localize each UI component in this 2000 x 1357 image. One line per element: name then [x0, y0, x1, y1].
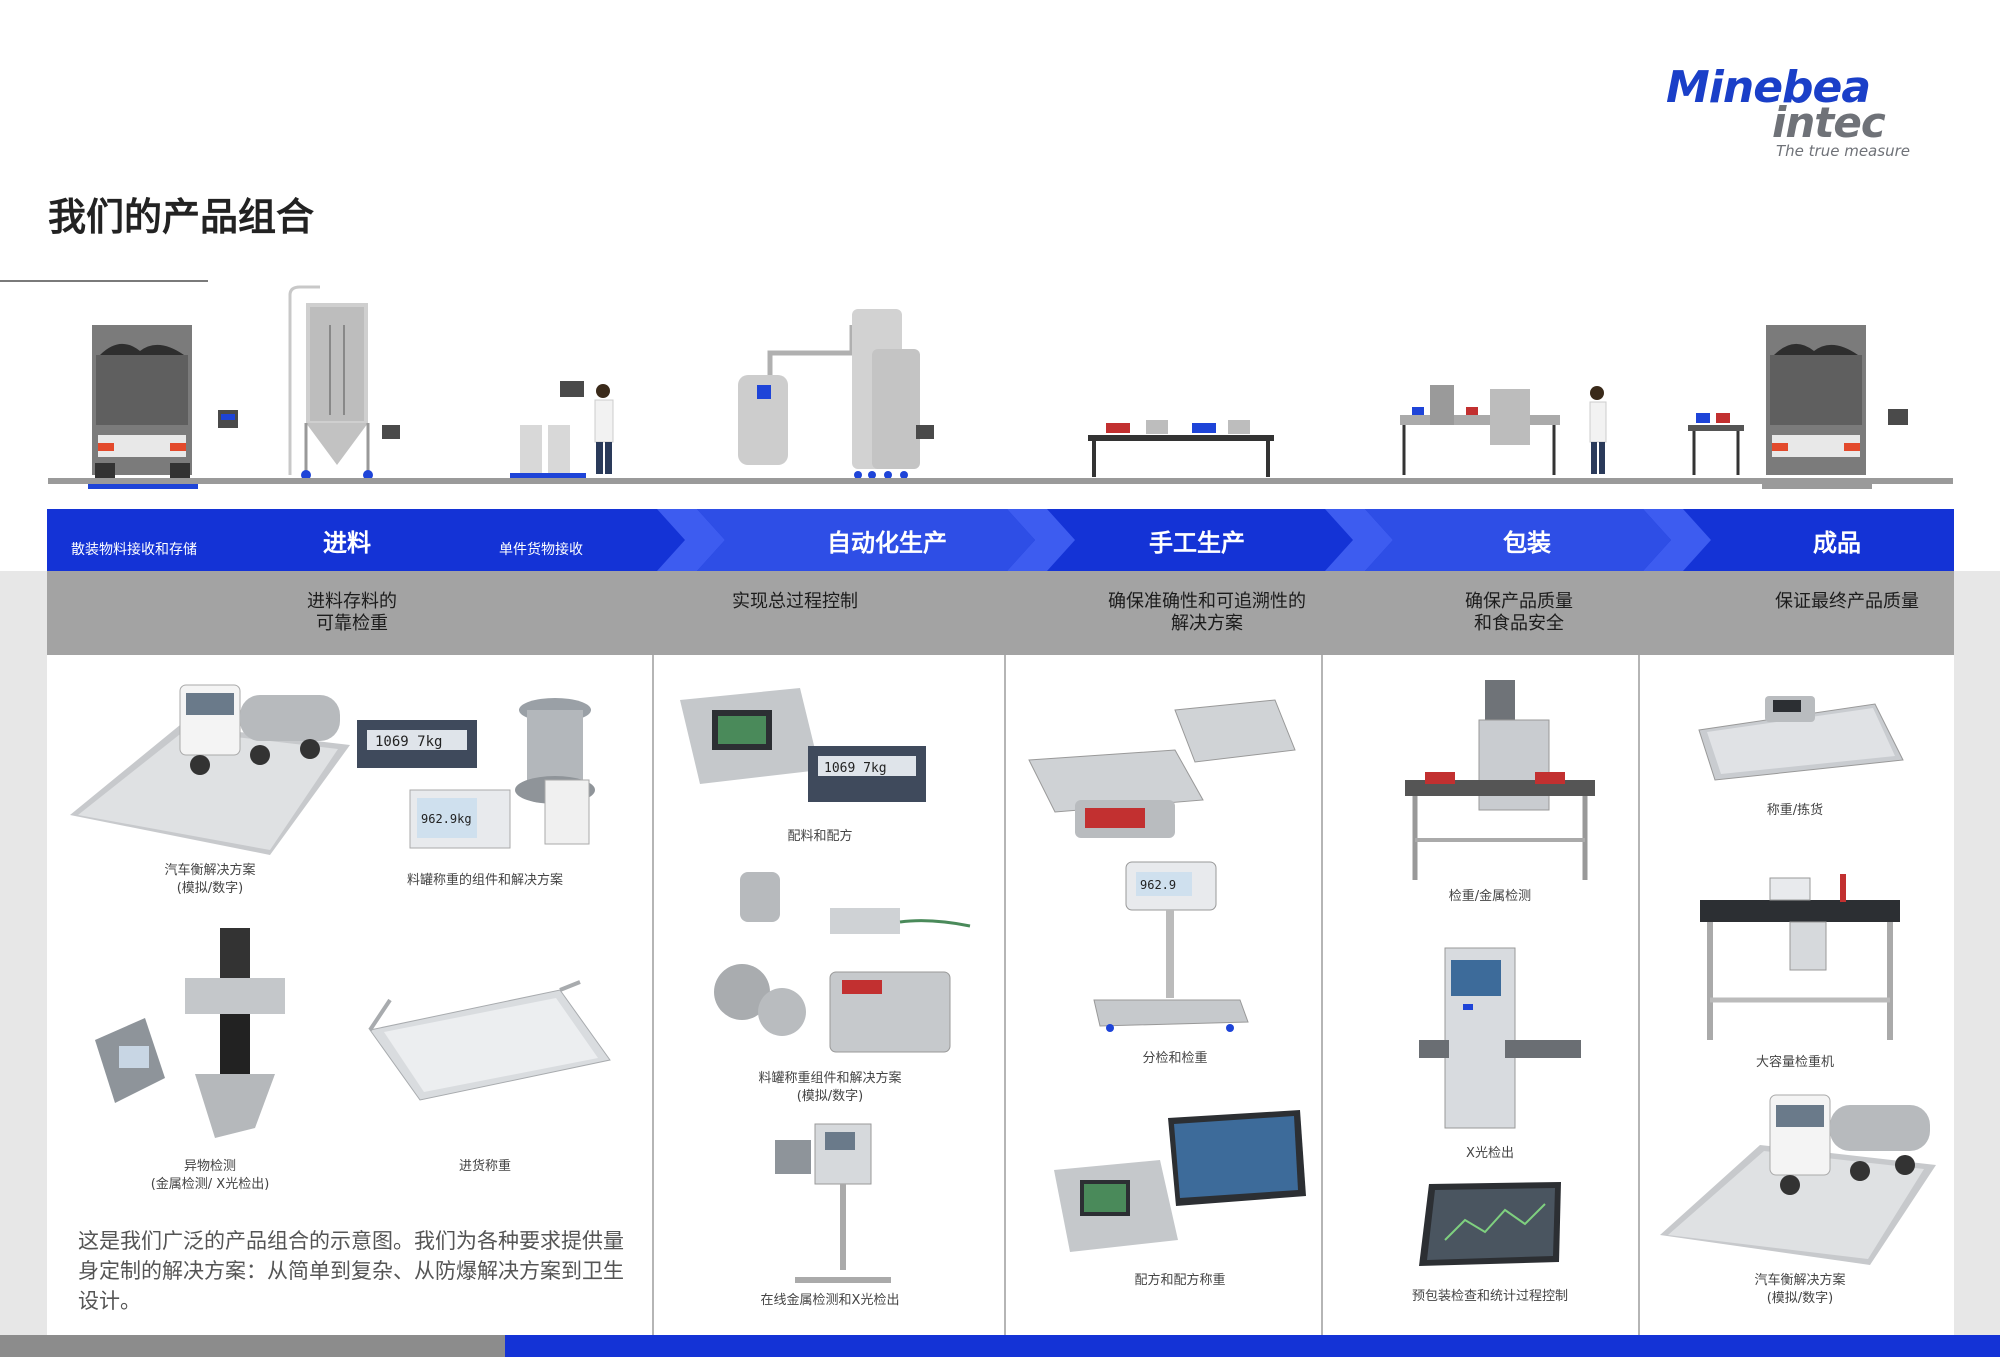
caption-counting: 分检和检重 [1142, 1051, 1208, 1066]
manual-table-illustration [1088, 420, 1274, 477]
process-band: 散装物料接收和存储 进料 单件货物接收 自动化生产 手工生产 包装 成品 [47, 509, 1954, 571]
tank-weighing-loadcells-image [714, 872, 971, 1053]
caption-tank-weighing: 料罐称重组件和解决方案 (模拟/数字) [758, 1071, 902, 1104]
caption-truck-scale: 汽车衡解决方案 (模拟/数字) [164, 863, 256, 896]
title-divider [0, 280, 208, 282]
silo-illustration [288, 285, 373, 480]
foreign-object-detection-image [95, 928, 285, 1138]
stage-1-left-label: 散装物料接收和存储 [71, 542, 197, 558]
large-checkweigher-image [1700, 874, 1900, 1040]
finished-goods-illustration [1688, 325, 1908, 489]
benefit-bar: 进料存料的 可靠检重 实现总过程控制 确保准确性和可追溯性的 解决方案 确保产品… [47, 571, 1954, 655]
floor-scale-image [1698, 696, 1904, 781]
display-reading-3: 1069 7kg [824, 761, 887, 776]
tank-weighing-components-image: 1069 7kg 962.9kg [357, 698, 595, 849]
caption-weighing-picking: 称重/拣货 [1766, 803, 1824, 818]
inline-detection-image [775, 1123, 891, 1283]
column-divider [1638, 655, 1640, 1335]
benefit-packaging: 确保产品质量 和食品安全 [1465, 591, 1573, 634]
benefit-finished: 保证最终产品质量 [1775, 591, 1919, 612]
caption-xray: X光检出 [1466, 1146, 1514, 1161]
stage-3-title: 手工生产 [1149, 529, 1245, 557]
caption-checkweigh-metal: 检重/金属检测 [1448, 889, 1532, 904]
batching-terminals-image: 1069 7kg [680, 688, 926, 802]
logo-tagline: The true measure [1776, 142, 1910, 160]
caption-formulation: 配方和配方称重 [1134, 1273, 1226, 1288]
process-arrows [47, 509, 1954, 571]
truck-scale-image-2 [1660, 1094, 1936, 1265]
footer-gray-bar [0, 1335, 515, 1357]
description-text: 这是我们广泛的产品组合的示意图。我们为各种要求提供量身定制的解决方案：从简单到复… [78, 1229, 624, 1313]
goods-in-scale-image [368, 980, 611, 1101]
caption-batching: 配料和配方 [787, 829, 853, 844]
caption-prepack-spc: 预包装检查和统计过程控制 [1411, 1289, 1568, 1304]
page-title: 我们的产品组合 [48, 195, 315, 239]
truck-illustration-left [88, 325, 198, 489]
caption-truck-scale-2: 汽车衡解决方案 (模拟/数字) [1754, 1273, 1846, 1306]
formulation-terminal-tablet-image [1054, 1110, 1306, 1252]
stage-1-right-label: 单件货物接收 [499, 542, 583, 558]
benefit-automation: 实现总过程控制 [732, 591, 858, 612]
caption-large-checkweigher: 大容量检重机 [1755, 1055, 1834, 1070]
column-divider [1004, 655, 1006, 1335]
packaging-line-illustration [1400, 385, 1607, 475]
prepack-spc-tablet-image [1419, 1182, 1561, 1266]
stage-5-title: 成品 [1813, 529, 1861, 557]
stage-4-title: 包装 [1503, 529, 1551, 557]
footer-blue-bar [505, 1335, 2000, 1357]
minebea-intec-logo: Minebea intec The true measure [1660, 62, 1920, 162]
automation-tanks-illustration [738, 309, 934, 479]
caption-foreign-object: 异物检测 (金属检测/ X光检出) [150, 1159, 270, 1192]
process-illustration [88, 285, 1908, 489]
logo-brand: Minebea [1666, 62, 1871, 113]
counting-scales-image [1028, 699, 1296, 838]
display-reading-1: 1069 7kg [375, 734, 442, 750]
caption-tank-components: 料罐称重的组件和解决方案 [406, 873, 563, 888]
ground-line [48, 478, 1953, 484]
xray-inspection-image [1419, 947, 1581, 1129]
column-divider [1321, 655, 1323, 1335]
benefit-manual: 确保准确性和可追溯性的 解决方案 [1108, 591, 1306, 634]
stage-2-title: 自动化生产 [827, 529, 947, 557]
benefit-incoming: 进料存料的 可靠检重 [307, 591, 397, 634]
caption-inline-detection: 在线金属检测和X光检出 [760, 1293, 900, 1308]
truck-scale-image [70, 684, 350, 855]
display-reading-2: 962.9kg [421, 812, 472, 826]
display-reading-4: 962.9 [1140, 878, 1176, 892]
caption-goods-in: 进货称重 [458, 1159, 511, 1174]
stage-1-title: 进料 [323, 529, 371, 557]
bench-checkweigh-scale-image: 962.9 [1093, 861, 1249, 1032]
goods-receiving-illustration [510, 381, 614, 479]
product-area [47, 655, 1954, 1335]
checkweigher-metal-detector-image [1405, 680, 1595, 880]
column-divider [652, 655, 654, 1335]
logo-sub: intec [1772, 98, 1886, 147]
